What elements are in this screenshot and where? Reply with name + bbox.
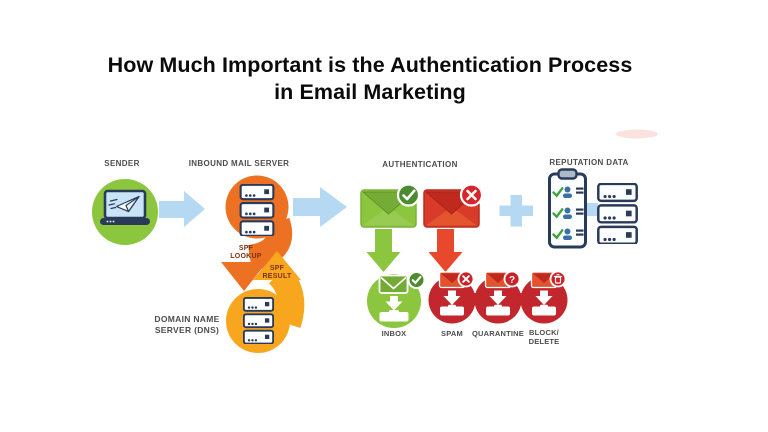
- server-stack-icon: [239, 184, 275, 236]
- flow-arrow-right-1: [159, 191, 205, 227]
- quarantine-label: QUARANTINE: [472, 329, 524, 338]
- clipboard-row: [552, 207, 584, 219]
- pass-down-arrow: [366, 229, 401, 272]
- inbound-mail-server-label: INBOUND MAIL SERVER: [189, 159, 290, 168]
- authentication-label: AUTHENTICATION: [382, 160, 457, 169]
- fail-down-arrow: [428, 229, 463, 272]
- sender-label: SENDER: [104, 159, 139, 168]
- flow-arrow-right-2: [293, 187, 347, 227]
- title-line-2: in Email Marketing: [274, 80, 466, 104]
- spf-result-label-1: SPF: [270, 265, 285, 272]
- x-badge-icon: [459, 183, 484, 207]
- spf-lookup-arrowhead: [221, 262, 267, 291]
- inbound-mail-server-icon: [221, 175, 293, 291]
- server-stack-icon: [243, 297, 274, 344]
- server-stack-icon: [596, 183, 639, 244]
- tray-icon: [532, 306, 556, 316]
- paper-plane-icon: [108, 195, 140, 213]
- dns-server-icon: [226, 251, 305, 353]
- x-badge-icon: [457, 270, 475, 288]
- reputation-data-icon: [548, 168, 639, 249]
- into-tray-arrow: [385, 296, 403, 311]
- tray-icon: [486, 306, 510, 316]
- pink-smudge: [616, 129, 658, 139]
- laptop-base: [100, 218, 150, 225]
- spam-label: SPAM: [441, 329, 463, 338]
- check-badge-icon: [396, 183, 421, 207]
- block-delete-label-1: BLOCK/: [529, 328, 560, 337]
- authenticated-mail-icon: [360, 183, 421, 228]
- spf-result-label-2: RESULT: [263, 273, 292, 280]
- tray-icon: [379, 312, 409, 322]
- title-line-1: How Much Important is the Authentication…: [107, 53, 633, 77]
- trash-badge-icon: [549, 270, 567, 288]
- block-delete-icon: [520, 270, 568, 324]
- plus-icon: [499, 195, 533, 227]
- into-tray-arrow: [443, 290, 461, 305]
- check-badge-icon: [407, 271, 426, 289]
- inbox-icon: [367, 271, 426, 328]
- quarantine-icon: ?: [474, 270, 522, 324]
- spf-lookup-label-1: SPF: [239, 245, 254, 252]
- spf-lookup-label-2: LOOKUP: [230, 253, 262, 260]
- into-tray-arrow: [489, 290, 507, 305]
- spf-result-arrowhead: [253, 251, 301, 280]
- failed-mail-icon: [423, 183, 484, 228]
- clipboard-checklist-icon: [548, 168, 587, 249]
- question-badge-icon: ?: [503, 270, 521, 288]
- spam-icon: [428, 270, 476, 324]
- inbox-label: INBOX: [382, 329, 407, 338]
- dns-label-1: DOMAIN NAME: [154, 314, 219, 324]
- envelope-icon: [378, 274, 409, 294]
- page-title: How Much Important is the Authentication…: [0, 52, 754, 106]
- question-badge-glyph: ?: [509, 275, 515, 286]
- clipboard-row: [552, 186, 584, 198]
- sender-icon: [92, 179, 158, 245]
- block-delete-label-2: DELETE: [529, 337, 560, 346]
- into-tray-arrow: [535, 290, 553, 305]
- clipboard-row: [552, 228, 584, 240]
- dns-label-2: SERVER (DNS): [155, 325, 219, 335]
- reputation-data-label: REPUTATION DATA: [549, 158, 628, 167]
- tray-icon: [440, 306, 464, 316]
